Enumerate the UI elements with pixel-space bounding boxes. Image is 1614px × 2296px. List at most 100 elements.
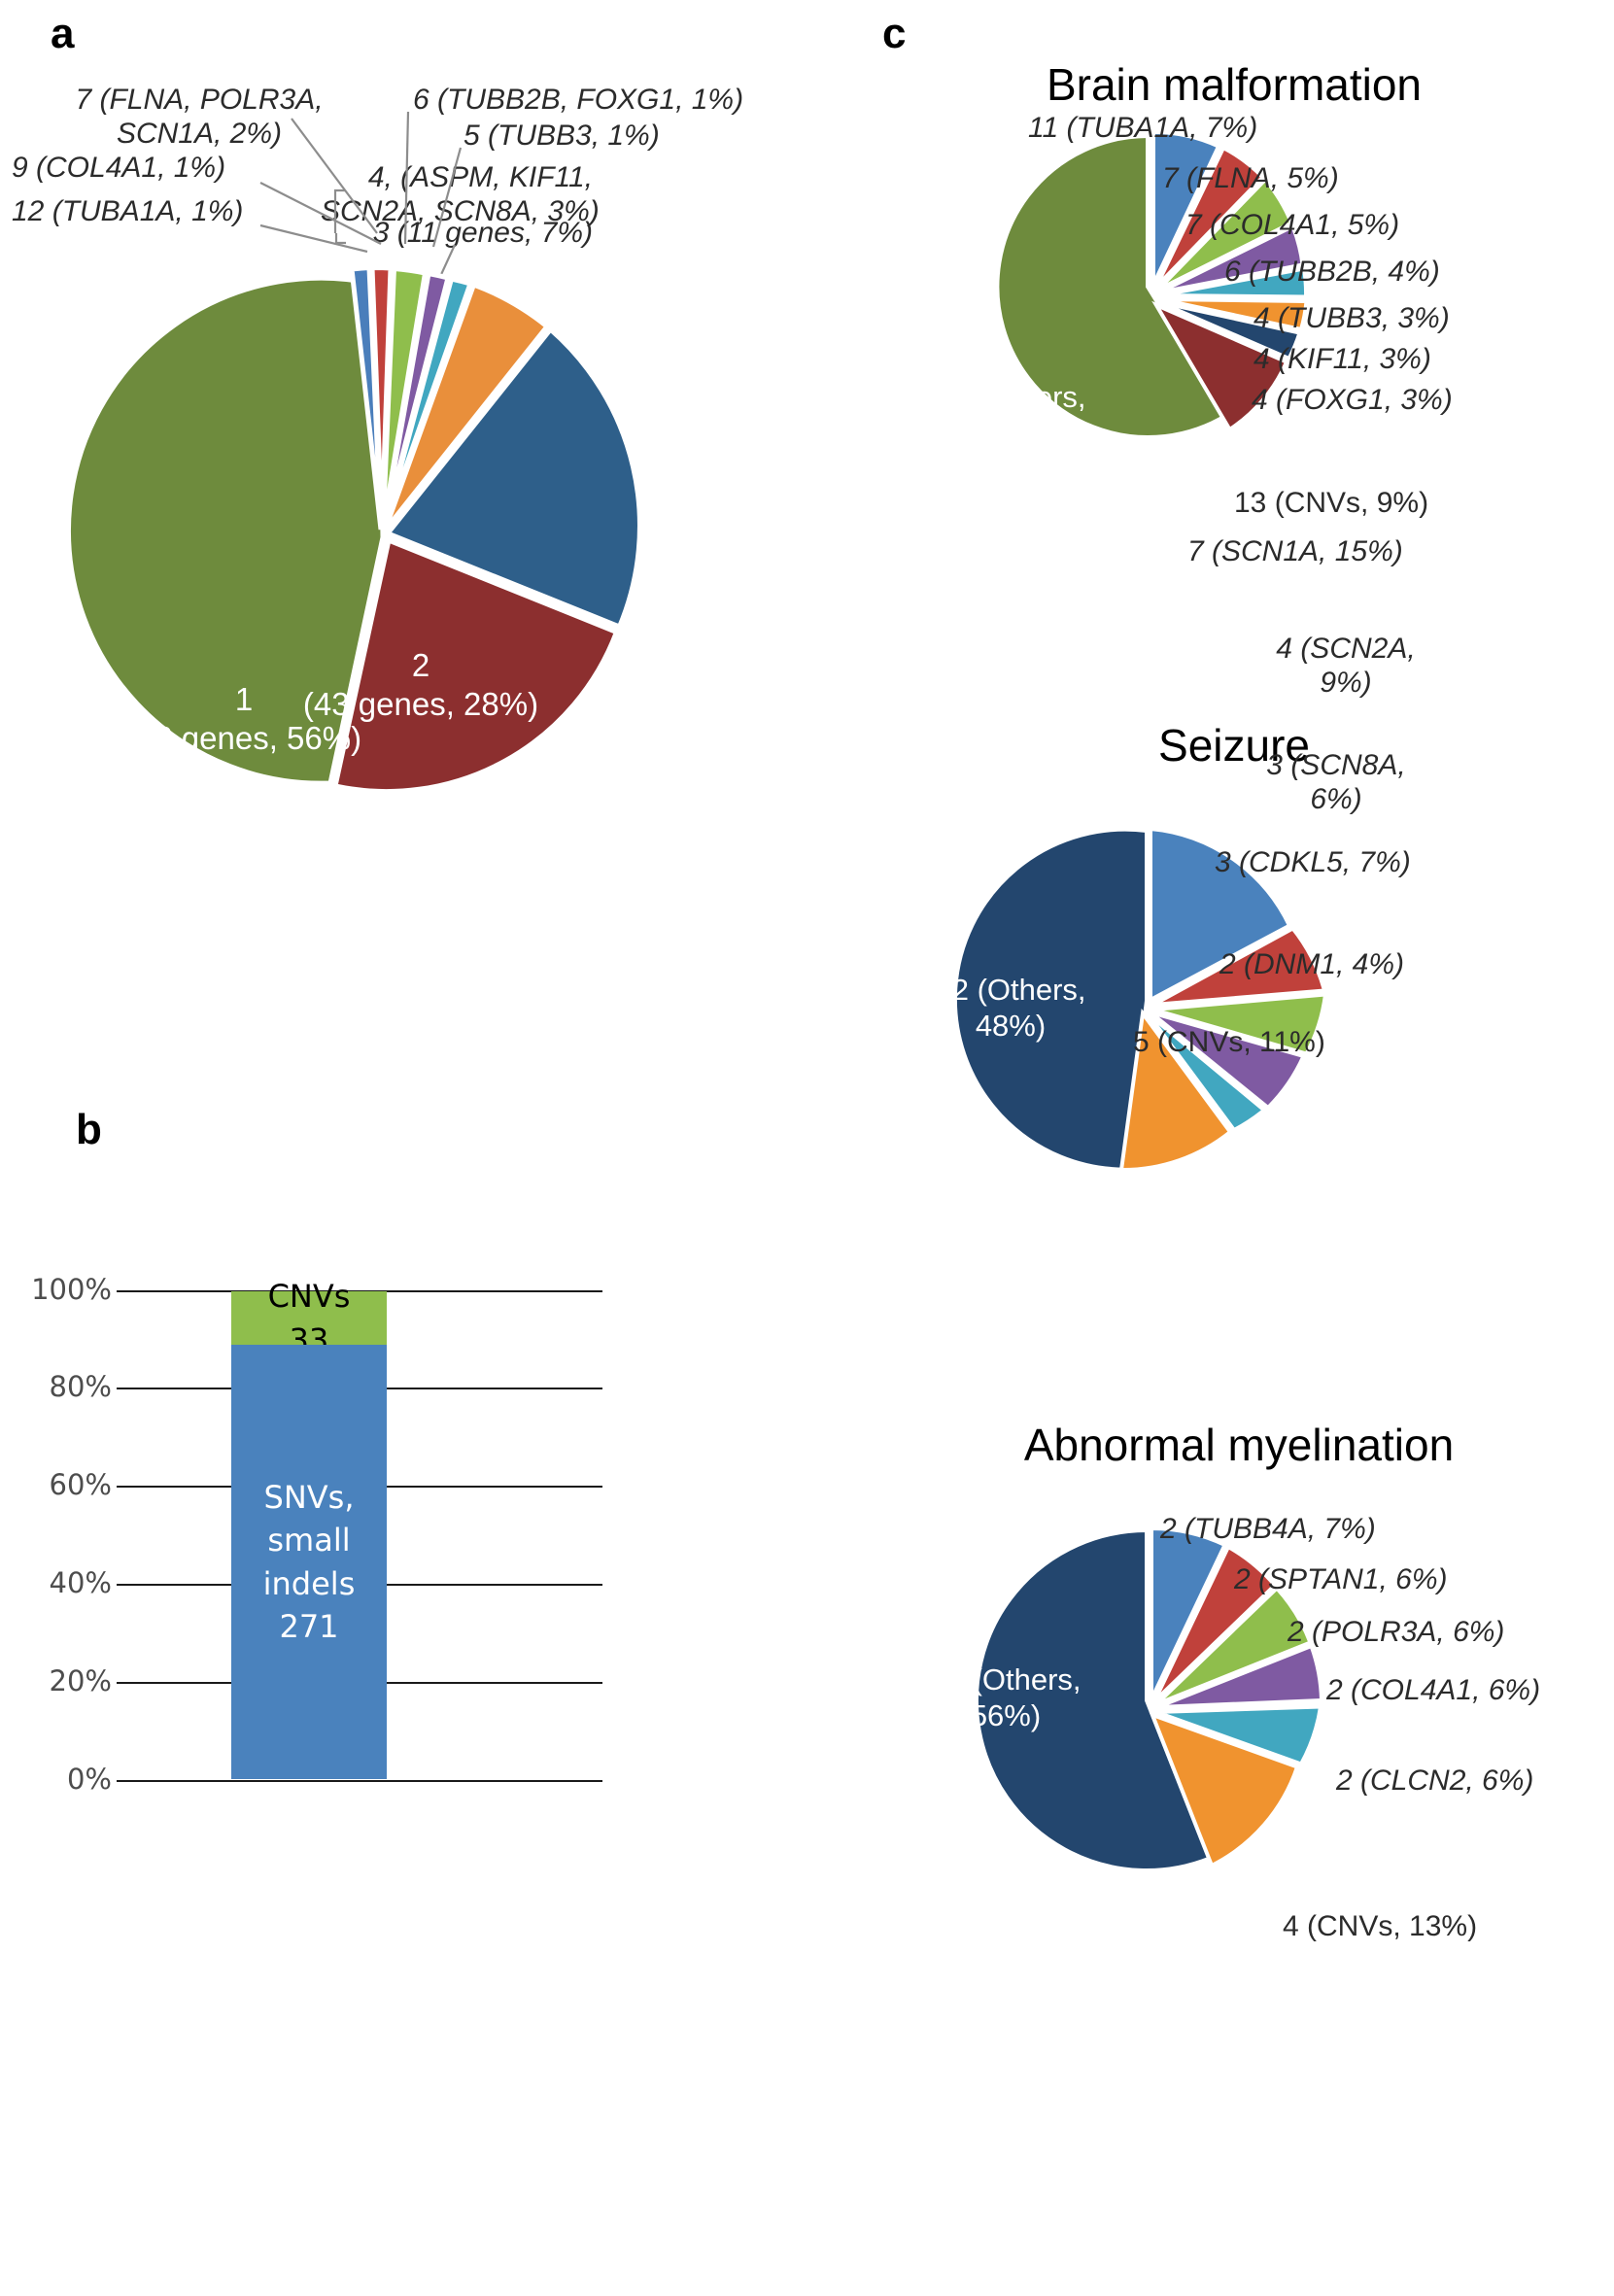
slice-grp5[interactable] [381,276,474,531]
brain-slice-kif11[interactable] [1159,297,1309,332]
brain-others-line1: 89 (Others, [935,380,1086,414]
brain-label-cnvs: 13 (CNVs, 9%) [1234,487,1429,519]
brain-slice-cnvs[interactable] [1151,300,1289,432]
panel-letter-a: a [51,10,75,57]
slice-grp7[interactable] [380,265,429,531]
panel-a-label-4-line2: SCN2A, SCN8A, 3%) [321,195,600,228]
myelination-label-cnvs: 4 (CNVs, 13%) [1283,1910,1478,1942]
brain-others-line2: 61%) [975,416,1047,451]
bar-segment-cnvs[interactable]: CNVs 33 [231,1278,387,1358]
panel-a-label-3: 3 (11 genes, 7%) [372,217,593,249]
panel-a-slice2-number: 2 [411,647,430,683]
seizure-slice-scn8a[interactable] [1152,992,1328,1056]
myelination-slice-others[interactable] [974,1527,1212,1872]
myelination-label-tubb4a: 2 (TUBB4A, 7%) [1160,1513,1376,1545]
seizure-label-scn8a-line1: 3 (SCN8A, [1266,749,1406,781]
brain-slice-foxg1[interactable] [1158,300,1303,361]
myelination-label-clcn2: 2 (CLCN2, 6%) [1336,1765,1534,1797]
y-tick-100: 100% [31,1273,112,1306]
bar-snvs-label-2: small [267,1522,351,1559]
panel-a-label-9: 9 (COL4A1, 1%) [12,152,226,184]
seizure-others-line2: 48%) [975,1009,1047,1044]
panel-letter-b: b [76,1106,102,1153]
brain-slice-tubb3[interactable] [1159,266,1309,299]
bar-snvs-count: 271 [279,1607,339,1645]
seizure-slices [952,826,1328,1173]
bar-snvs-label-1: SNVs, [263,1479,355,1517]
slice-grp6[interactable] [381,270,452,531]
brain-malformation-pie-chart [995,129,1309,439]
seizure-label-scn1a: 7 (SCN1A, 15%) [1187,535,1403,567]
y-tick-40: 40% [49,1566,112,1599]
myelination-slice-cnvs[interactable] [1149,1711,1300,1868]
myelination-label-col4a1: 2 (COL4A1, 6%) [1326,1674,1541,1706]
panel-a-leader-lines [259,111,463,292]
myelination-slice-col4a1[interactable] [1156,1643,1324,1709]
bar-snvs-label-3: indels [262,1564,356,1602]
myelination-slice-sptan1[interactable] [1152,1544,1278,1703]
panel-a-label-5: 5 (TUBB3, 1%) [464,120,660,152]
brain-label-tuba1a: 11 (TUBA1A, 7%) [1028,112,1258,144]
myelination-slice-tubb4a[interactable] [1150,1525,1228,1700]
brain-slice-col4a1[interactable] [1156,177,1294,291]
bar-cnvs-label: CNVs [267,1278,351,1316]
bar-segment-snvs[interactable]: SNVs, small indels 271 [231,1345,387,1779]
seizure-others-label: 22 (Others, 48%) [899,972,1122,1044]
panel-letter-c: c [882,10,907,57]
brain-label-flna: 7 (FLNA, 5%) [1162,162,1339,194]
seizure-label-cdkl5: 3 (CDKL5, 7%) [1215,846,1411,878]
seizure-label-scn2a: 4 (SCN2A, 9%) [1224,632,1467,701]
panel-a-label-7-line2: SCN1A, 2%) [116,118,283,151]
brain-slice-tubb2b[interactable] [1158,223,1305,294]
myelination-others-line1: 18 (Others, [930,1662,1082,1696]
seizure-slice-dnm1[interactable] [1146,1011,1268,1133]
panel-a-slices [66,264,642,795]
myelination-others-line2: 56%) [970,1698,1042,1733]
seizure-pie-chart [952,826,1328,1173]
panel-a-slice2-inside-label: 2 (43 genes, 28%) [280,646,562,723]
y-tick-60: 60% [49,1468,112,1501]
y-tick-80: 80% [49,1370,112,1403]
y-tick-20: 20% [49,1664,112,1697]
y-tick-0: 0% [66,1763,112,1796]
myelination-slice-clcn2[interactable] [1155,1704,1323,1766]
slice-grp1[interactable] [66,275,386,786]
panel-a-slice1-inside-label: 1 (86 genes, 56%) [103,680,385,757]
slice-grp12[interactable] [349,264,384,531]
seizure-label-scn8a-line2: 6%) [1310,783,1362,816]
brain-malformation-title: Brain malformation [1046,59,1423,110]
brain-slices [995,129,1309,439]
seizure-label-scn2a-line2: 9%) [1320,667,1372,700]
seizure-slice-others[interactable] [952,827,1149,1172]
seizure-slice-scn2a[interactable] [1152,925,1327,1007]
myelination-label-sptan1: 2 (SPTAN1, 6%) [1234,1563,1448,1595]
panel-a-slice1-number: 1 [234,681,254,717]
panel-a-slice2-detail: (43 genes, 28%) [302,685,539,722]
panel-b-chart: 100% 80% 60% 40% 20% 0% CNVs 33 SNVs, sm… [0,1088,680,1963]
slice-grp3[interactable] [383,326,642,631]
panel-a-label-7-line1: 7 (FLNA, POLR3A, [75,84,324,116]
myelination-slice-polr3a[interactable] [1154,1585,1314,1706]
brain-label-col4a1: 7 (COL4A1, 5%) [1185,209,1400,241]
gridline-0 [117,1780,602,1782]
brain-slice-flna[interactable] [1154,145,1266,289]
seizure-slice-cdkl5[interactable] [1149,1011,1307,1111]
abnormal-myelination-title: Abnormal myelination [1023,1420,1455,1470]
brain-others-label: 89 (Others, 61%) [899,379,1122,451]
seizure-slice-cnvs[interactable] [1118,1008,1233,1173]
panel-a-pie-chart [66,264,642,795]
panel-a-label-7: 7 (FLNA, POLR3A, SCN1A, 2%) [10,83,389,152]
seizure-title: Seizure [1158,720,1310,771]
brain-label-tubb3: 4 (TUBB3, 3%) [1253,302,1450,334]
myelination-slices [974,1525,1324,1872]
slice-grp2[interactable] [332,536,620,795]
myelination-label-polr3a: 2 (POLR3A, 6%) [1288,1616,1505,1648]
brain-label-tubb2b: 6 (TUBB2B, 4%) [1224,256,1440,288]
brain-slice-others[interactable] [995,133,1230,439]
seizure-slice-scn1a[interactable] [1149,826,1292,1004]
seizure-label-scn2a-line1: 4 (SCN2A, [1276,633,1416,665]
brain-slice-tuba1a[interactable] [1151,129,1221,286]
slice-grp4[interactable] [382,281,551,532]
slice-grp9[interactable] [369,264,394,531]
panel-a-slice1-detail: (86 genes, 56%) [125,719,362,756]
